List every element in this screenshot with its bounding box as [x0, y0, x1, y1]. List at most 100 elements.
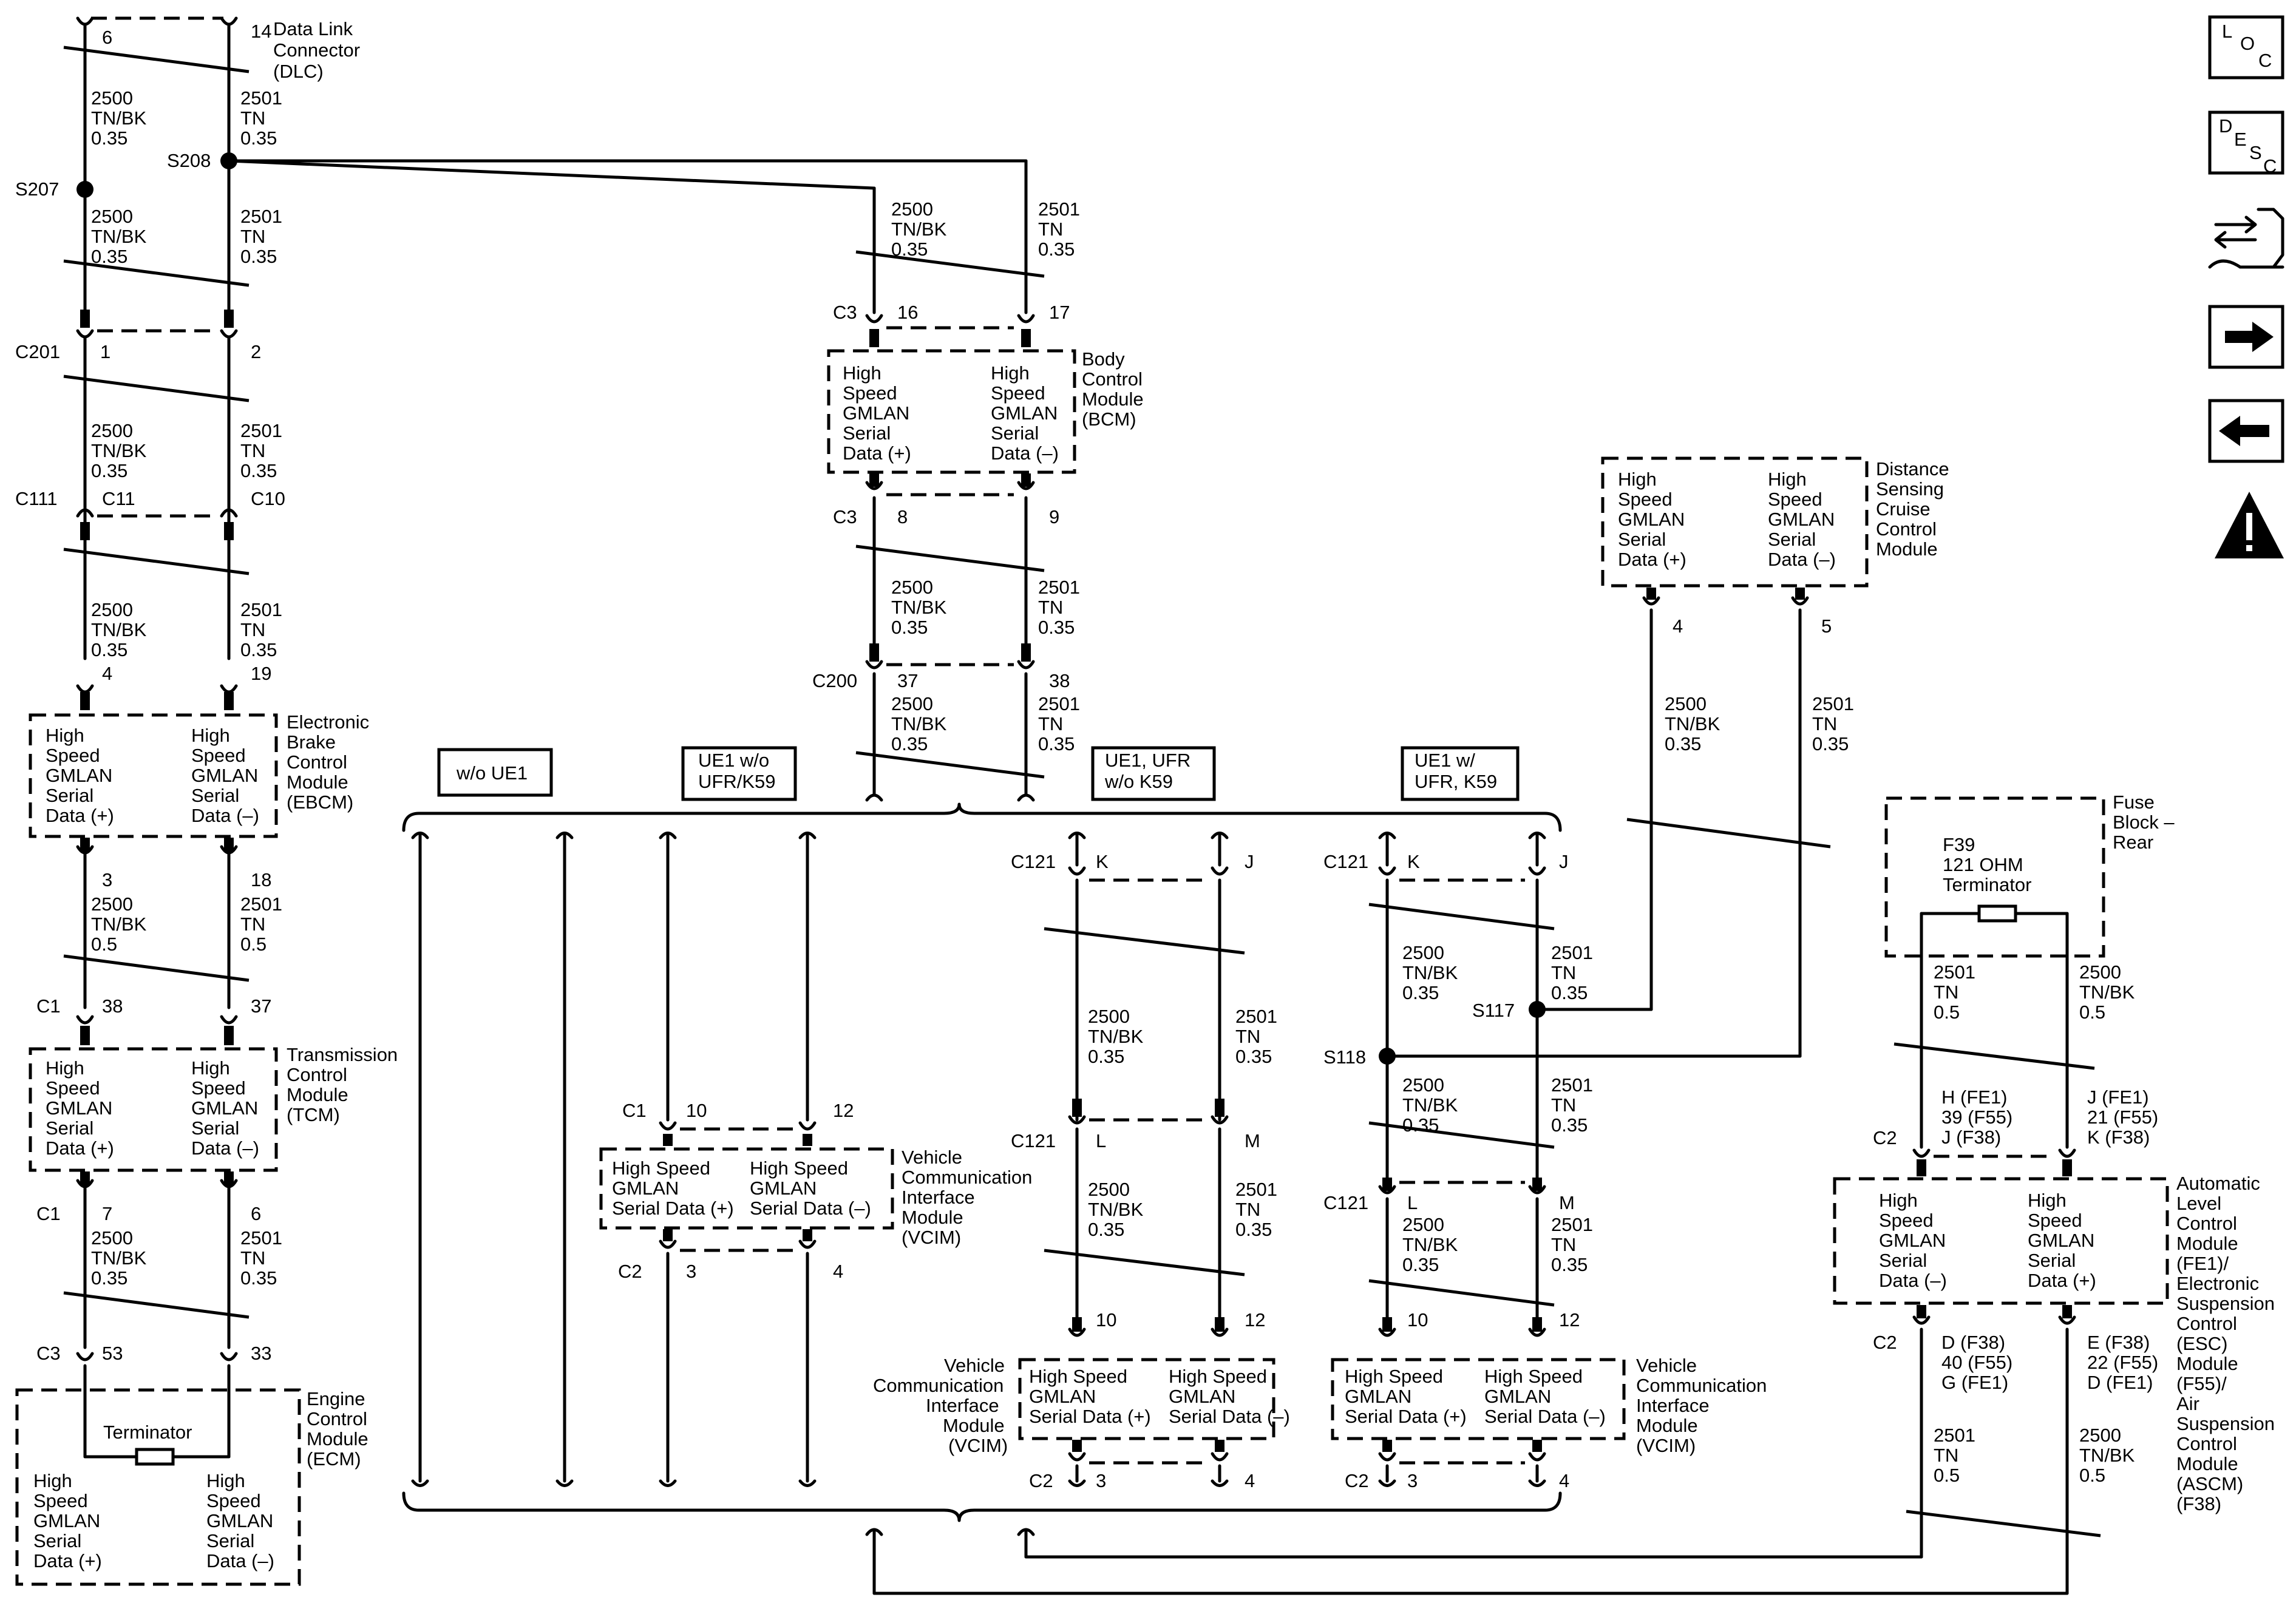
svg-text:TN: TN: [240, 914, 265, 935]
svg-text:10: 10: [1407, 1309, 1428, 1331]
svg-text:High: High: [33, 1470, 72, 1491]
dlc-label: Data Link: [273, 18, 353, 39]
svg-text:S118: S118: [1323, 1046, 1366, 1068]
svg-text:0.35: 0.35: [1551, 1114, 1588, 1136]
svg-text:(FE1)/: (FE1)/: [2176, 1253, 2229, 1274]
svg-text:Module: Module: [2176, 1233, 2238, 1254]
svg-text:TN/BK: TN/BK: [91, 440, 147, 461]
svg-text:Serial: Serial: [46, 785, 93, 806]
svg-text:Transmission: Transmission: [287, 1044, 398, 1065]
svg-text:2501: 2501: [240, 599, 282, 620]
svg-text:Module: Module: [287, 771, 348, 793]
loc-button[interactable]: L O C: [2208, 15, 2284, 80]
svg-text:2501: 2501: [1551, 942, 1593, 963]
svg-text:33: 33: [251, 1343, 271, 1364]
svg-text:0.35: 0.35: [891, 239, 928, 260]
svg-text:Serial: Serial: [46, 1117, 93, 1139]
svg-text:C121: C121: [1011, 851, 1056, 872]
svg-text:GMLAN: GMLAN: [1169, 1386, 1235, 1407]
svg-text:9: 9: [1049, 506, 1059, 527]
option-label-4: UE1 w/ UFR, K59: [1401, 746, 1520, 801]
svg-text:TN/BK: TN/BK: [1402, 962, 1458, 983]
svg-text:2500: 2500: [1402, 1214, 1444, 1235]
svg-text:(F38): (F38): [2176, 1493, 2221, 1514]
svg-text:High: High: [991, 362, 1030, 384]
svg-text:0.35: 0.35: [91, 460, 127, 481]
svg-text:0.5: 0.5: [91, 934, 117, 955]
svg-text:Serial: Serial: [1618, 529, 1666, 550]
svg-text:12: 12: [833, 1100, 854, 1121]
svg-text:TN: TN: [1235, 1026, 1260, 1047]
svg-text:0.35: 0.35: [1088, 1046, 1124, 1067]
svg-text:C111: C111: [15, 488, 58, 509]
previous-arrow-button[interactable]: [2208, 399, 2284, 463]
svg-text:2500: 2500: [91, 206, 133, 227]
svg-text:Interface: Interface: [1636, 1395, 1710, 1416]
svg-text:High Speed: High Speed: [1169, 1366, 1267, 1387]
svg-text:Module: Module: [2176, 1353, 2238, 1374]
svg-text:C3: C3: [833, 302, 857, 323]
svg-text:0.35: 0.35: [240, 1267, 277, 1289]
svg-text:C: C: [2258, 50, 2272, 71]
svg-text:Module: Module: [287, 1084, 348, 1105]
svg-text:Vehicle: Vehicle: [1636, 1355, 1697, 1376]
svg-text:Data (–): Data (–): [206, 1550, 274, 1571]
svg-text:18: 18: [251, 869, 271, 890]
svg-text:Fuse: Fuse: [2113, 792, 2155, 813]
next-arrow-button[interactable]: [2208, 305, 2284, 369]
svg-text:2: 2: [251, 341, 261, 362]
svg-text:Module: Module: [1876, 538, 1938, 560]
svg-text:w/o UE1: w/o UE1: [456, 762, 528, 784]
svg-text:0.35: 0.35: [1551, 982, 1588, 1003]
svg-text:38: 38: [102, 995, 123, 1017]
svg-text:Speed: Speed: [46, 745, 100, 766]
svg-text:High Speed: High Speed: [1029, 1366, 1127, 1387]
svg-text:Data (–): Data (–): [991, 442, 1059, 464]
svg-text:2500: 2500: [91, 420, 133, 441]
svg-text:(ECM): (ECM): [307, 1448, 361, 1470]
svg-text:10: 10: [686, 1100, 707, 1121]
svg-text:Control: Control: [1876, 518, 1937, 540]
svg-text:Control: Control: [2176, 1313, 2237, 1334]
svg-text:TN/BK: TN/BK: [1088, 1199, 1144, 1220]
svg-text:0.35: 0.35: [240, 246, 277, 267]
svg-text:(F55)/: (F55)/: [2176, 1373, 2227, 1394]
svg-text:2501: 2501: [1038, 198, 1080, 220]
svg-text:17: 17: [1049, 302, 1070, 323]
option-label-2: UE1 w/o UFR/K59: [681, 746, 797, 801]
svg-text:(TCM): (TCM): [287, 1104, 340, 1125]
svg-text:(BCM): (BCM): [1082, 408, 1136, 430]
svg-text:H (FE1): H (FE1): [1941, 1086, 2008, 1108]
svg-text:J: J: [1559, 851, 1569, 872]
svg-text:2500: 2500: [891, 693, 933, 714]
ecm-module: C3 53 33 Terminator HighSpeedGMLANSerial…: [15, 1343, 369, 1586]
svg-text:GMLAN: GMLAN: [843, 402, 909, 424]
c111-connector: C111 C11 C10: [15, 488, 285, 540]
svg-text:Electronic: Electronic: [287, 711, 369, 733]
svg-text:TN: TN: [1038, 219, 1063, 240]
svg-text:Module: Module: [1636, 1415, 1698, 1436]
svg-text:High: High: [46, 1057, 84, 1079]
svg-text:O: O: [2240, 33, 2255, 54]
svg-text:Module: Module: [307, 1428, 369, 1449]
svg-text:0.5: 0.5: [240, 934, 267, 955]
svg-text:GMLAN: GMLAN: [206, 1510, 273, 1531]
svg-text:GMLAN: GMLAN: [991, 402, 1058, 424]
svg-text:TN/BK: TN/BK: [1402, 1094, 1458, 1116]
splice-s207: [76, 181, 93, 198]
svg-text:C201: C201: [15, 341, 60, 362]
svg-text:Speed: Speed: [1879, 1210, 1934, 1231]
svg-text:TN: TN: [1038, 713, 1063, 734]
svg-text:C1: C1: [36, 995, 61, 1017]
svg-text:Module: Module: [902, 1207, 963, 1228]
desc-button[interactable]: D E S C: [2208, 110, 2284, 177]
svg-text:Speed: Speed: [2028, 1210, 2082, 1231]
svg-text:GMLAN: GMLAN: [612, 1178, 679, 1199]
svg-text:GMLAN: GMLAN: [2028, 1230, 2094, 1251]
schematic-icon[interactable]: [2208, 208, 2284, 269]
warning-icon[interactable]: [2215, 492, 2284, 558]
